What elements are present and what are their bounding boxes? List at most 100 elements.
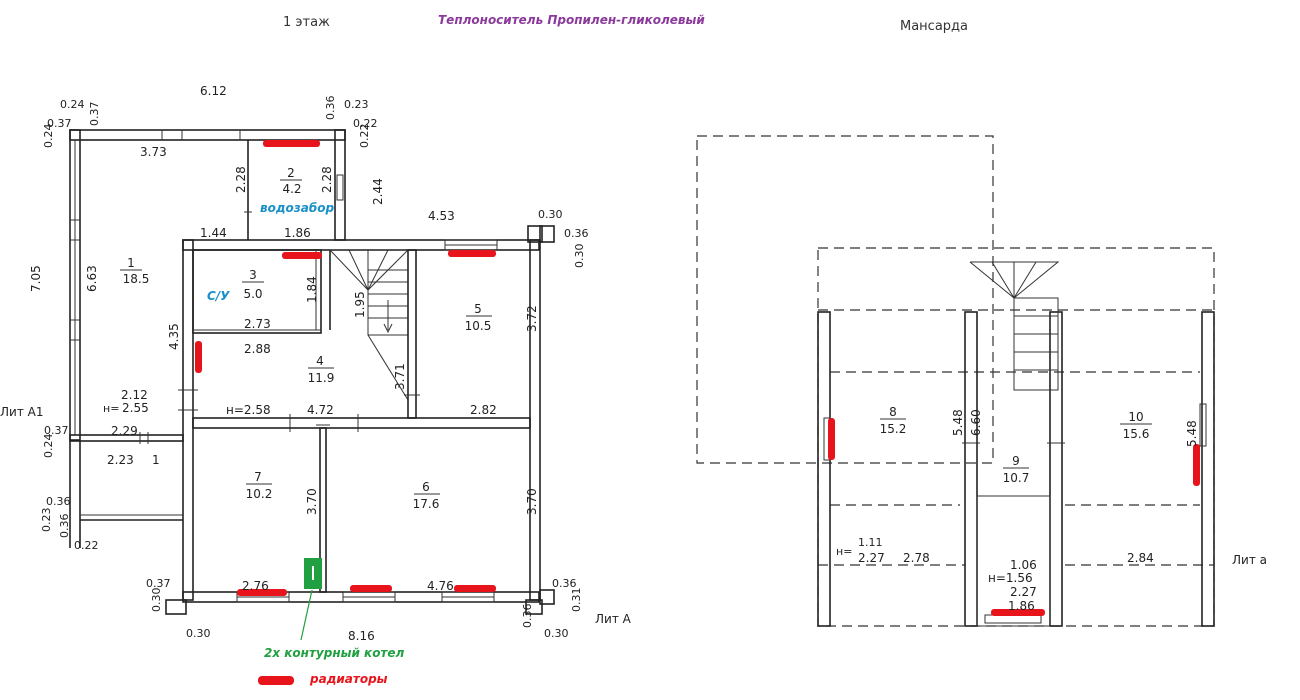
room-area: 15.6	[1123, 427, 1150, 441]
svg-text:Лит а: Лит а	[1232, 553, 1267, 567]
svg-text:0.30: 0.30	[150, 588, 163, 613]
svg-text:1: 1	[152, 453, 160, 467]
svg-text:5.48: 5.48	[951, 409, 965, 436]
svg-text:2.29: 2.29	[111, 424, 138, 438]
svg-text:2.55: 2.55	[122, 401, 149, 415]
svg-text:2.28: 2.28	[234, 166, 248, 193]
svg-text:1.84: 1.84	[305, 276, 319, 303]
svg-text:0.24: 0.24	[42, 434, 55, 459]
water-intake-label: водозабор	[260, 201, 334, 215]
svg-text:0.30: 0.30	[538, 208, 563, 221]
svg-text:4.53: 4.53	[428, 209, 455, 223]
svg-text:2.76: 2.76	[242, 579, 269, 593]
radiators	[195, 140, 1200, 685]
room-number: 10	[1128, 410, 1143, 424]
legend-radiator-swatch	[258, 676, 294, 685]
svg-text:2.23: 2.23	[107, 453, 134, 467]
svg-text:3.70: 3.70	[305, 488, 319, 515]
svg-text:7.05: 7.05	[29, 265, 43, 292]
room-number: 3	[249, 268, 257, 282]
svg-text:0.31: 0.31	[570, 588, 583, 613]
dimensions-attic: 5.48 6.60 5.48 1.11 н= 2.27 2.78 1.06 н=…	[836, 409, 1267, 613]
svg-text:0.36: 0.36	[552, 577, 577, 590]
radiator	[237, 589, 287, 596]
attic-walls	[696, 135, 1215, 627]
svg-text:2.78: 2.78	[903, 551, 930, 565]
radiator	[282, 252, 322, 259]
svg-text:1.06: 1.06	[1010, 558, 1037, 572]
svg-text:0.24: 0.24	[60, 98, 85, 111]
coolant-caption: Теплоноситель Пропилен-гликолевый	[438, 13, 705, 27]
svg-text:0.30: 0.30	[544, 627, 569, 640]
room-area: 10.2	[246, 487, 273, 501]
svg-text:0.30: 0.30	[186, 627, 211, 640]
svg-text:0.37: 0.37	[146, 577, 171, 590]
room-number: 9	[1012, 454, 1020, 468]
room-area: 11.9	[308, 371, 335, 385]
svg-text:0.36: 0.36	[521, 604, 534, 629]
radiator	[991, 609, 1045, 616]
svg-text:3.71: 3.71	[393, 363, 407, 390]
svg-text:0.37: 0.37	[47, 117, 72, 130]
svg-text:5.48: 5.48	[1185, 420, 1199, 447]
radiator	[828, 418, 835, 460]
svg-text:4.76: 4.76	[427, 579, 454, 593]
radiator	[263, 140, 320, 147]
room-area: 15.2	[880, 422, 907, 436]
svg-text:2.27: 2.27	[1010, 585, 1037, 599]
svg-text:0.37: 0.37	[44, 424, 69, 437]
svg-text:3.72: 3.72	[525, 305, 539, 332]
attic-title: Мансарда	[900, 19, 968, 34]
room-area: 4.2	[282, 182, 301, 196]
radiator	[1193, 444, 1200, 486]
room-area: 5.0	[243, 287, 262, 301]
room-number: 8	[889, 405, 897, 419]
svg-text:3.70: 3.70	[525, 488, 539, 515]
svg-text:0.22: 0.22	[74, 539, 99, 552]
svg-text:2.28: 2.28	[320, 166, 334, 193]
svg-text:н=2.58: н=2.58	[226, 403, 271, 417]
bathroom-label: С/У	[207, 289, 230, 303]
svg-text:0.23: 0.23	[40, 508, 53, 533]
svg-text:2.44: 2.44	[371, 178, 385, 205]
svg-text:6.60: 6.60	[969, 409, 983, 436]
svg-text:1.86: 1.86	[1008, 599, 1035, 613]
radiator	[454, 585, 496, 592]
room-number: 6	[422, 480, 430, 494]
svg-text:2.27: 2.27	[858, 551, 885, 565]
room-area: 18.5	[123, 272, 150, 286]
svg-text:0.30: 0.30	[573, 244, 586, 269]
svg-text:0.36: 0.36	[324, 96, 337, 121]
svg-text:0.23: 0.23	[344, 98, 369, 111]
svg-text:1.44: 1.44	[200, 226, 227, 240]
svg-text:2.12: 2.12	[121, 388, 148, 402]
boiler	[300, 558, 322, 641]
svg-text:4.35: 4.35	[167, 323, 181, 350]
svg-text:1.86: 1.86	[284, 226, 311, 240]
svg-text:0.22: 0.22	[353, 117, 378, 130]
svg-text:0.22: 0.22	[358, 124, 371, 149]
svg-text:2.88: 2.88	[244, 342, 271, 356]
svg-text:1.95: 1.95	[353, 291, 367, 318]
room-number: 4	[316, 354, 324, 368]
boiler-label: 2х контурный котел	[264, 646, 405, 660]
room-area: 17.6	[413, 497, 440, 511]
radiators-legend-label: радиаторы	[309, 672, 388, 686]
floor1-walls	[69, 129, 555, 615]
radiator	[350, 585, 392, 592]
svg-text:2.82: 2.82	[470, 403, 497, 417]
svg-text:0.36: 0.36	[58, 514, 71, 539]
svg-text:4.72: 4.72	[307, 403, 334, 417]
room-number: 7	[254, 470, 262, 484]
svg-text:8.16: 8.16	[348, 629, 375, 643]
svg-text:Лит А1: Лит А1	[0, 405, 43, 419]
room-area: 10.5	[465, 319, 492, 333]
room-number: 2	[287, 166, 295, 180]
svg-text:2.84: 2.84	[1127, 551, 1154, 565]
floor1-title: 1 этаж	[283, 15, 330, 30]
svg-text:н=: н=	[836, 545, 852, 558]
svg-text:6.12: 6.12	[200, 84, 227, 98]
radiator	[195, 341, 202, 373]
radiator	[448, 250, 496, 257]
